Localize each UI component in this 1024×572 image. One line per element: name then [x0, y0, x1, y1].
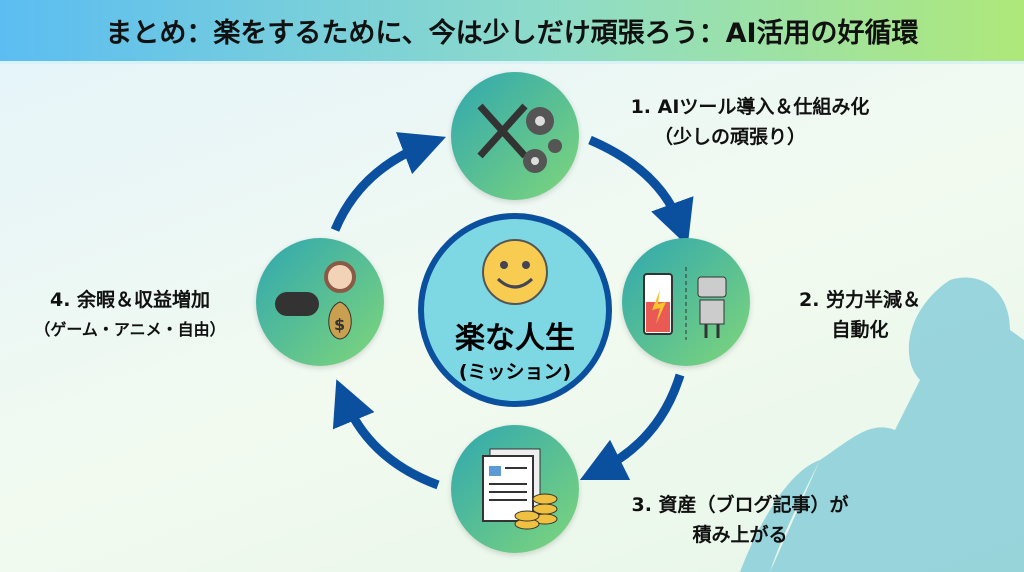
gamepad-anime-moneybag-icon: $ [275, 261, 356, 340]
step-1-label: 1. AIツール導入＆仕組み化（少しの頑張り） [630, 96, 870, 148]
center-subtitle: (ミッション) [458, 360, 572, 383]
step-3-label: 3. 資産（ブログ記事）が積み上がる [631, 494, 849, 546]
battery-robot-icon [643, 267, 727, 340]
arrow-3-to-4 [332, 379, 440, 490]
svg-text:$: $ [334, 315, 345, 334]
center-title: 楽な人生 [455, 320, 575, 356]
step-2-label: 2. 労力半減＆自動化 [798, 289, 922, 341]
step-4-node: $ [256, 238, 384, 366]
smiley-face-icon [482, 238, 548, 305]
arrow-4-to-1 [330, 132, 446, 232]
step-3-node [451, 425, 579, 553]
step-1-node [451, 72, 579, 200]
header-bar: まとめ：楽をするために、今は少しだけ頑張ろう：AI活用の好循環 [0, 0, 1024, 64]
documents-coins-icon [482, 448, 558, 530]
center-mission-circle: 楽な人生 (ミッション) [418, 213, 612, 407]
relaxing-person-silhouette [740, 277, 1024, 572]
step-4-label: 4. 余暇＆収益増加（ゲーム・アニメ・自由） [34, 289, 226, 339]
arrow-1-to-2 [588, 135, 694, 247]
step-2-node [622, 238, 750, 366]
page-title: まとめ：楽をするために、今は少しだけ頑張ろう：AI活用の好循環 [105, 18, 919, 49]
tools-gears-icon [477, 103, 562, 173]
arrow-2-to-3 [579, 373, 685, 481]
